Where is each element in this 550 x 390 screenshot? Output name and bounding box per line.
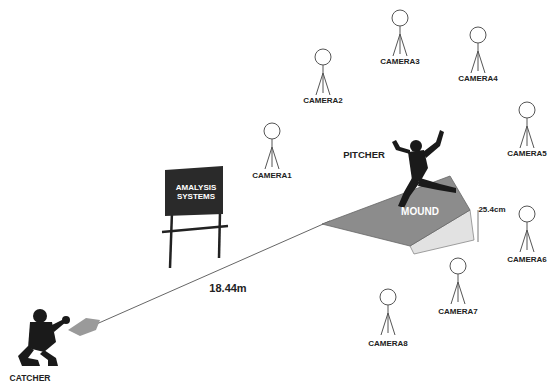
tripod-leg xyxy=(323,65,324,93)
pitch-line xyxy=(92,221,330,326)
tripod-leg xyxy=(272,147,279,169)
mound-label: MOUND xyxy=(392,203,448,219)
tripod-leg xyxy=(458,282,465,304)
camera-head xyxy=(380,289,396,305)
camera-head xyxy=(519,206,535,222)
tripod-leg xyxy=(272,139,273,167)
part-label: CAMERA2 xyxy=(303,97,343,106)
pitcher-figure xyxy=(392,130,456,208)
camera-head xyxy=(392,10,408,26)
camera-head xyxy=(450,258,466,274)
part-label: CATCHER xyxy=(10,374,51,383)
tripod-leg xyxy=(381,313,388,335)
tripod-leg xyxy=(527,118,528,146)
mound-top xyxy=(322,176,470,246)
node-text: MOUND xyxy=(401,206,439,217)
tripod-leg xyxy=(520,126,527,148)
tripod-leg xyxy=(520,230,527,252)
tripod-leg xyxy=(527,222,528,250)
tripod-leg xyxy=(393,34,400,56)
tripod-leg xyxy=(451,282,458,304)
home-plate xyxy=(68,318,100,336)
tripod-leg xyxy=(388,313,395,335)
tripod-leg xyxy=(478,43,479,71)
tripod-leg xyxy=(471,51,478,73)
part-label: CAMERA5 xyxy=(507,150,547,159)
camera-head xyxy=(315,49,331,65)
tripod-leg xyxy=(265,147,272,169)
tripod-leg xyxy=(400,34,407,56)
part-label: CAMERA8 xyxy=(368,340,408,349)
catcher-figure xyxy=(18,309,70,366)
tripod-leg xyxy=(478,51,485,73)
tripod-leg xyxy=(323,73,330,95)
node-text: AMALYSIS SYSTEMS xyxy=(166,183,226,201)
tripod-leg xyxy=(458,274,459,302)
tripod-leg xyxy=(400,26,401,54)
tripod-leg xyxy=(316,73,323,95)
part-label: CAMERA3 xyxy=(380,58,420,67)
tripod-leg xyxy=(527,126,534,148)
sign-board-text: AMALYSIS SYSTEMS xyxy=(166,172,226,212)
part-label: CAMERA4 xyxy=(458,75,498,84)
part-label: CAMERA6 xyxy=(507,256,547,265)
camera-head xyxy=(519,102,535,118)
part-label: PITCHER xyxy=(343,150,385,160)
camera-head xyxy=(264,123,280,139)
part-label: CAMERA7 xyxy=(438,308,478,317)
sign-stand xyxy=(162,212,228,268)
tripod-leg xyxy=(527,230,534,252)
dimension-label: 18.44m xyxy=(209,282,246,294)
part-label: CAMERA1 xyxy=(252,172,292,181)
tripod-leg xyxy=(388,305,389,333)
dimension-line xyxy=(478,210,479,242)
dimension-label: 25.4cm xyxy=(478,206,505,215)
camera-head xyxy=(470,27,486,43)
